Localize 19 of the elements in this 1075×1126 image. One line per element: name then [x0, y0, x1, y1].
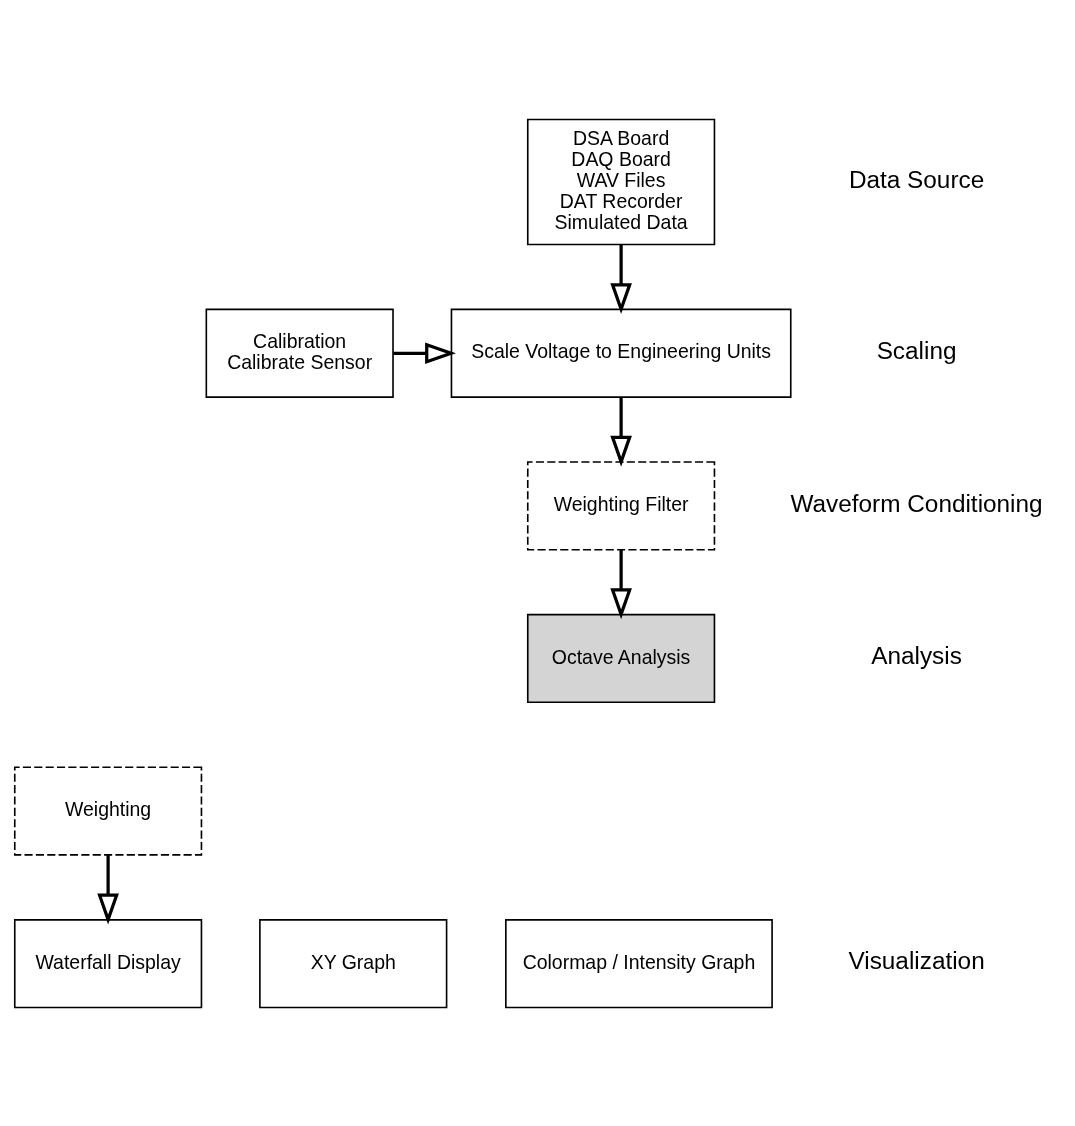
node-box: DSA Board DAQ Board WAV Files DAT Recorder Simulated Data — [526, 118, 716, 245]
node-box: Waterfall Display — [13, 918, 203, 1008]
node-box: Colormap / Intensity Graph — [505, 918, 773, 1008]
arrow — [610, 396, 632, 467]
label: Data Source — [848, 165, 985, 193]
label: Analysis — [871, 641, 962, 669]
label: Scaling — [876, 336, 957, 364]
label: Visualization — [848, 946, 985, 974]
node-box: Scale Voltage to Engineering Units — [450, 308, 792, 398]
arrow — [610, 244, 632, 314]
arrow — [97, 854, 119, 924]
node-box: Weighting Filter — [526, 460, 716, 550]
node-box: Octave Analysis — [526, 613, 716, 703]
label: Waveform Conditioning — [790, 489, 1043, 517]
node-box: Weighting — [13, 765, 203, 856]
node-box: XY Graph — [259, 918, 448, 1008]
arrow — [393, 341, 456, 364]
node-box: Calibration Calibrate Sensor — [205, 308, 394, 398]
arrow — [610, 549, 632, 619]
